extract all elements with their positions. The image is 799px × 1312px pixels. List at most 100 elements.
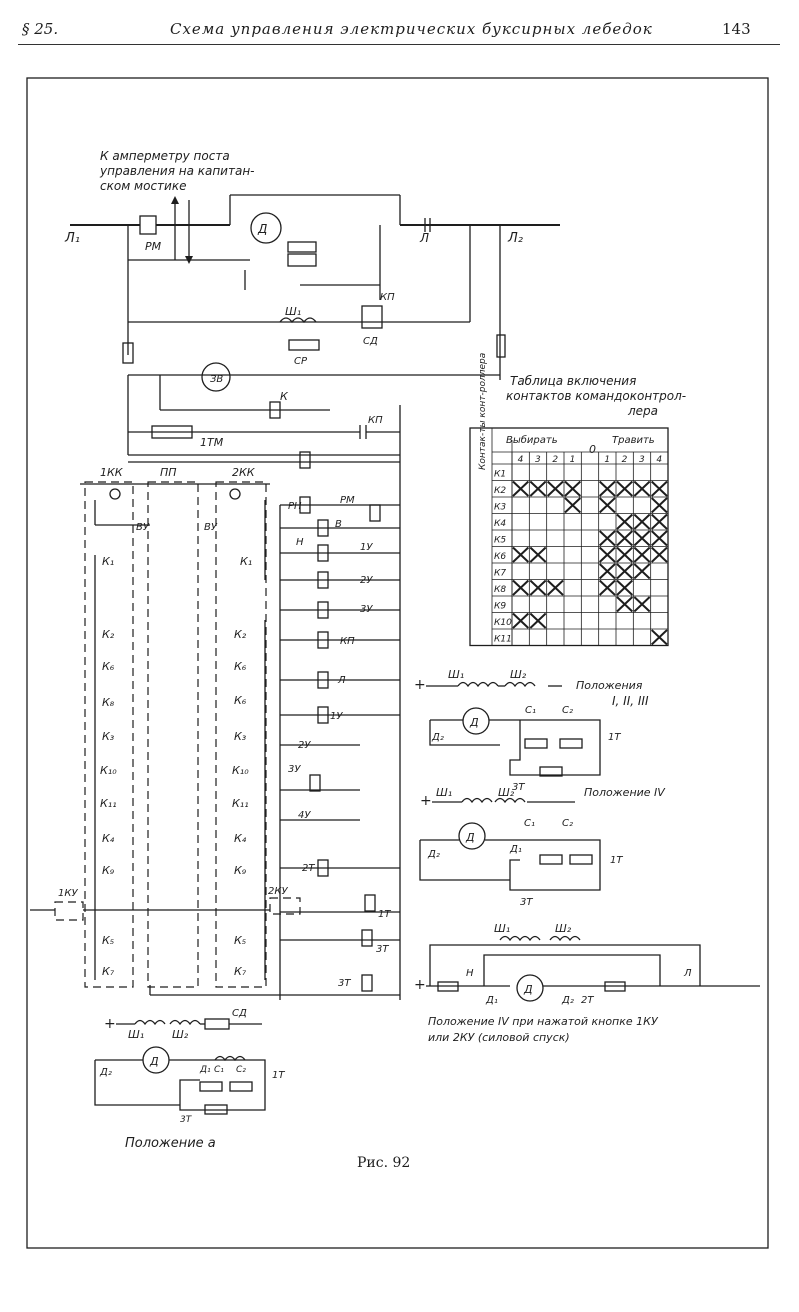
sr-resistor	[288, 339, 320, 351]
k-right-3: К₆	[234, 694, 247, 707]
pos13-c1: С₁	[525, 705, 536, 716]
table-col-label: 2	[622, 455, 628, 465]
pos4f-sh2: Ш₂	[555, 922, 572, 935]
k-right-8: К₉	[234, 864, 247, 877]
caption-pos-4-forced-line-2: или 2КУ (силовой спуск)	[428, 1031, 570, 1044]
table-cross-mark	[650, 497, 668, 514]
k-right-9: К₅	[234, 934, 246, 947]
k-right-1: К₂	[234, 628, 247, 641]
posa-d1: Д₁	[199, 1065, 211, 1075]
note-ammeter-line-2: управления на капитан-	[99, 164, 255, 178]
label-kp-ladder: КП	[340, 636, 355, 647]
caption-pos-4: Положение IV	[584, 786, 666, 799]
table-row-label: К8	[494, 585, 506, 595]
table-row-label: К1	[494, 470, 506, 480]
table-row-label: К3	[494, 503, 506, 513]
table-cross-mark	[616, 563, 634, 580]
label-sd: СД	[363, 336, 378, 347]
k-left-7: К₄	[102, 832, 115, 845]
table-cross-mark	[529, 579, 547, 596]
table-cross-mark	[598, 546, 616, 563]
label-1kk: 1КК	[100, 466, 124, 479]
posa-1t: 1Т	[272, 1070, 285, 1081]
caption-pos-1-3-line-1: Положения	[576, 679, 643, 692]
table-cross-mark	[546, 480, 564, 497]
table-cross-mark	[616, 546, 634, 563]
label-zv: ЗВ	[210, 374, 223, 385]
pos4f-d1: Д₁	[485, 995, 498, 1006]
brake-circuit	[127, 362, 500, 1000]
label-1t-coil: 1Т	[378, 909, 391, 920]
caption-pos-4-forced-line-1: Положение IV при нажатой кнопке 1КУ	[428, 1015, 659, 1028]
label-2kk: 2КК	[232, 466, 256, 479]
pos4f-l: Л	[683, 968, 692, 979]
header-rule	[18, 44, 780, 45]
label-3t-contact: 3Т	[376, 944, 389, 955]
table-cross-mark	[650, 546, 668, 563]
table-row-label: К2	[494, 486, 506, 496]
pos4-sh1: Ш₁	[436, 786, 452, 799]
table-cross-mark	[616, 530, 634, 547]
pos4-d2: Д₂	[427, 849, 440, 860]
table-cross-mark	[598, 530, 616, 547]
k-left-0: К₁	[102, 555, 114, 568]
k-right-7: К₄	[234, 832, 247, 845]
label-l2: Л₂	[507, 231, 523, 246]
svg-text:+: +	[104, 1016, 116, 1032]
controller-1kk-box	[84, 481, 134, 988]
pos13-sh2: Ш₂	[510, 668, 527, 681]
mode-positions-1-3: +	[414, 677, 601, 777]
k-right-5: К₁₀	[232, 764, 249, 777]
posa-sh2: Ш₂	[172, 1028, 189, 1041]
label-h-ladder: Н	[296, 537, 304, 548]
table-cross-mark	[650, 513, 668, 530]
table-cross-mark	[546, 579, 564, 596]
label-2t-coil: 2Т	[302, 863, 315, 874]
label-vu-left: ВУ	[136, 522, 150, 533]
table-cross-mark	[598, 497, 616, 514]
table-row-label: К5	[494, 536, 506, 546]
pos4-3t: 3Т	[520, 897, 533, 908]
table-row-label: К7	[494, 569, 506, 579]
pos13-sh1: Ш₁	[448, 668, 464, 681]
pos4-1t: 1Т	[610, 855, 623, 866]
line-fuse-left	[122, 342, 134, 364]
table-row-label: К4	[494, 519, 506, 529]
label-l: Л	[419, 231, 429, 245]
table-cross-mark	[512, 612, 530, 629]
table-col-label: 4	[656, 455, 662, 465]
label-4u-coil: 4У	[298, 810, 311, 821]
posa-d: Д	[149, 1055, 159, 1068]
table-title-line-2: контактов командоконтрол-	[506, 389, 686, 403]
pos4f-d: Д	[523, 983, 533, 996]
pos13-d: Д	[469, 716, 479, 729]
mode-position-4: +	[419, 793, 601, 891]
table-row-label: К10	[494, 618, 512, 628]
table-cross-mark	[598, 579, 616, 596]
table-group-lower: Травить	[612, 435, 655, 446]
pos4f-2t: 2Т	[581, 995, 594, 1006]
table-cross-mark	[529, 546, 547, 563]
table-cross-mark	[529, 612, 547, 629]
button-2ku-box	[269, 897, 301, 915]
svg-text:+: +	[420, 793, 432, 809]
table-cross-mark	[633, 563, 651, 580]
label-rm: РМ	[145, 240, 162, 253]
label-3t-coil: 3Т	[338, 978, 351, 989]
caption-pos-1-3-line-2: I, II, III	[612, 694, 649, 708]
table-row-header: Контак-ты конт-роллера	[478, 353, 488, 470]
label-rn: РН	[288, 501, 302, 512]
pos13-c2: С₂	[562, 705, 573, 716]
series-winding	[279, 317, 317, 324]
power-circuit	[70, 194, 560, 380]
pos4-d1: Д₁	[509, 844, 522, 855]
label-k-brake: К	[280, 390, 289, 403]
table-cross-mark	[616, 596, 634, 613]
mode-position-4-forced: +	[414, 935, 760, 1002]
pos4-c2: С₂	[562, 818, 573, 829]
label-motor-d: Д	[257, 222, 267, 236]
k-right-6: К₁₁	[232, 797, 249, 810]
table-col-label: 3	[639, 455, 645, 465]
posa-sd: СД	[232, 1008, 247, 1019]
